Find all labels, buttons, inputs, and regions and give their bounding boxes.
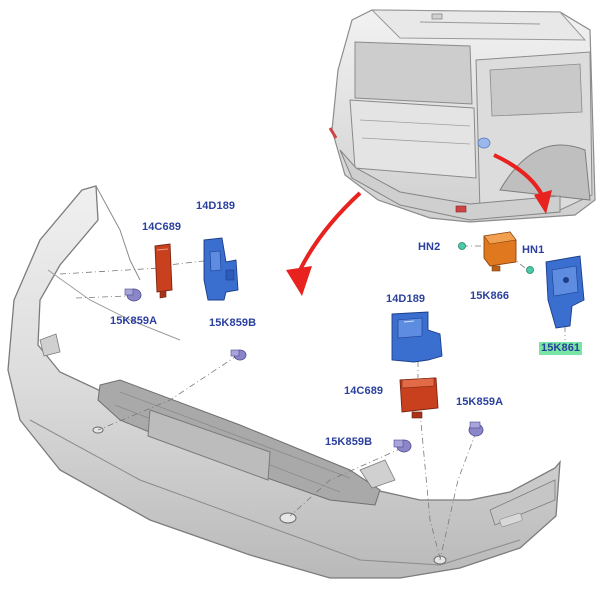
callout-hn2: HN2 [418,241,441,253]
callout-15k859b-center: 15K859B [325,436,373,448]
callout-15k859b-left: 15K859B [209,317,257,329]
module-15k866 [483,231,517,272]
module-14c689-left [154,243,173,299]
bracket-14d189-center [391,311,443,363]
callout-hn1: HN1 [522,244,545,256]
callout-14d189-center: 14D189 [386,293,426,305]
callout-15k859a-left: 15K859A [110,315,158,327]
bracket-15k861 [545,255,585,329]
callout-15k859a-right: 15K859A [456,396,504,408]
red-arrows [286,153,552,296]
sensor-15k859a-right [468,421,484,437]
leader-lines [59,245,566,561]
bracket-14d189-left [203,237,239,301]
sensor-15k859b-center [393,439,412,453]
callout-15k866: 15K866 [470,290,510,302]
callout-15k861: 15K861 [539,342,583,355]
module-14c689-center [399,377,439,419]
callout-14c689-center: 14C689 [344,385,384,397]
nut-hn2 [458,242,466,250]
bumper-illustration [7,185,561,579]
callout-14c689-left: 14C689 [142,221,182,233]
callout-14d189-left: 14D189 [196,200,236,212]
sensor-15k859a-left [124,288,142,302]
nut-hn1 [526,266,534,274]
vehicle-illustration [328,9,596,223]
sensor-15k859b-left [230,349,247,361]
